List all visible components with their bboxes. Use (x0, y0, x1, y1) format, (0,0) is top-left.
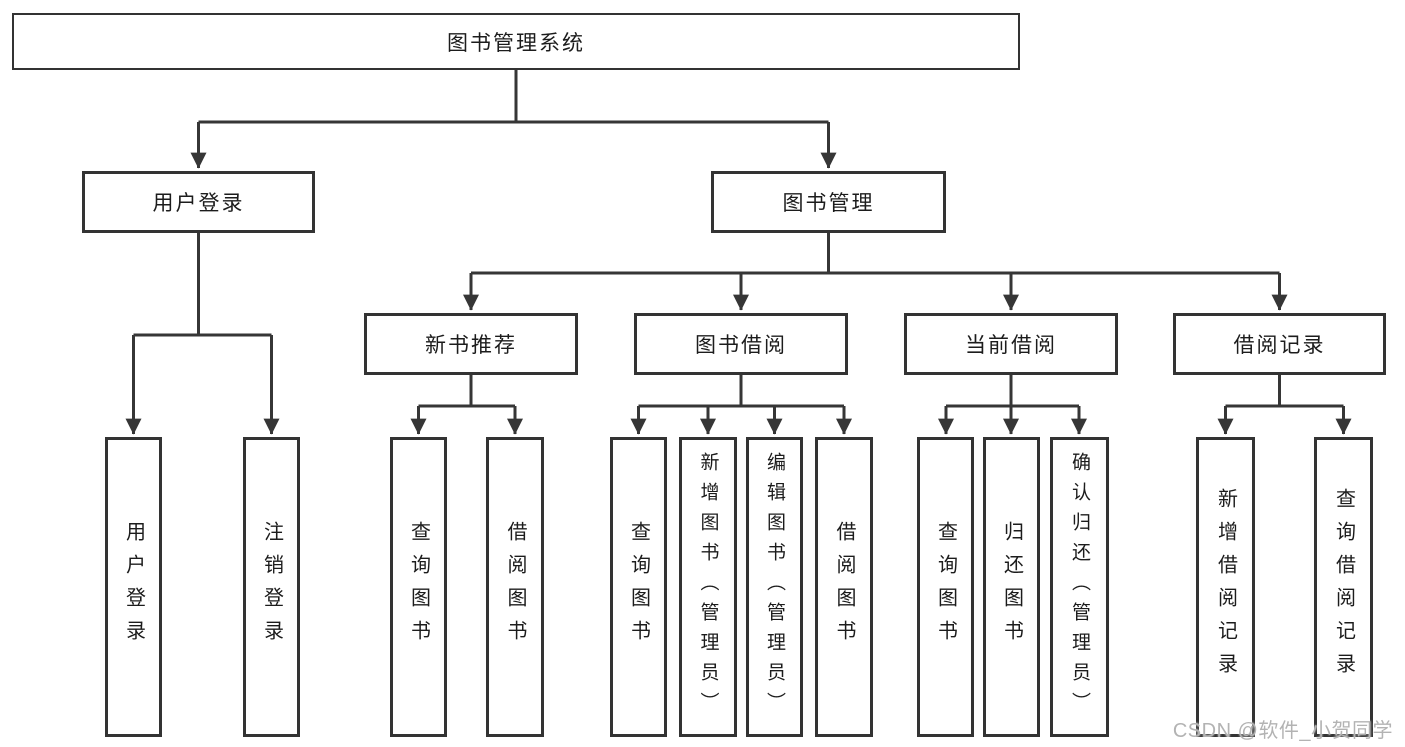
leaf-return-book-label: 归还图书 (1000, 521, 1023, 653)
node-borrowing-records-label: 借阅记录 (1233, 334, 1326, 357)
leaf-query-book-borrowing: 查询图书 (610, 437, 667, 737)
leaf-borrow-book-recommend: 借阅图书 (486, 437, 544, 737)
leaf-query-borrow-record-label: 查询借阅记录 (1332, 488, 1355, 686)
leaf-borrow-book-borrowing-label: 借阅图书 (833, 521, 855, 653)
node-root-label: 图书管理系统 (447, 31, 585, 55)
leaf-edit-book-admin: 编辑图书（管理员） (746, 437, 803, 737)
leaf-confirm-return-admin: 确认归还（管理员） (1050, 437, 1109, 737)
leaf-query-book-current-label: 查询图书 (934, 521, 957, 653)
node-borrowing-records: 借阅记录 (1173, 313, 1386, 375)
node-book-management: 图书管理 (711, 171, 946, 233)
leaf-add-borrow-record-label: 新增借阅记录 (1214, 488, 1237, 686)
node-user-login-label: 用户登录 (152, 192, 245, 215)
leaf-add-book-admin: 新增图书（管理员） (679, 437, 737, 737)
leaf-borrow-book-borrowing: 借阅图书 (815, 437, 873, 737)
node-current-borrowing-label: 当前借阅 (965, 334, 1057, 357)
node-new-book-recommend-label: 新书推荐 (425, 334, 517, 357)
leaf-query-book-recommend: 查询图书 (390, 437, 447, 737)
leaf-add-book-admin-label: 新增图书（管理员） (697, 452, 719, 722)
node-new-book-recommend: 新书推荐 (364, 313, 578, 375)
leaf-logout: 注销登录 (243, 437, 300, 737)
node-book-management-label: 图书管理 (782, 192, 875, 215)
leaf-return-book: 归还图书 (983, 437, 1040, 737)
leaf-confirm-return-admin-label: 确认归还（管理员） (1069, 452, 1090, 722)
leaf-user-login: 用户登录 (105, 437, 162, 737)
leaf-query-borrow-record: 查询借阅记录 (1314, 437, 1373, 737)
node-root: 图书管理系统 (12, 13, 1020, 70)
leaf-query-book-current: 查询图书 (917, 437, 974, 737)
csdn-watermark: CSDN @软件_小贺同学 (1172, 720, 1393, 742)
node-book-borrowing-label: 图书借阅 (695, 334, 787, 357)
node-user-login: 用户登录 (82, 171, 315, 233)
leaf-add-borrow-record: 新增借阅记录 (1196, 437, 1255, 737)
leaf-edit-book-admin-label: 编辑图书（管理员） (764, 452, 785, 722)
leaf-query-book-borrowing-label: 查询图书 (627, 521, 650, 653)
leaf-logout-label: 注销登录 (260, 521, 283, 653)
node-book-borrowing: 图书借阅 (634, 313, 848, 375)
node-current-borrowing: 当前借阅 (904, 313, 1118, 375)
leaf-query-book-recommend-label: 查询图书 (407, 521, 430, 653)
leaf-user-login-label: 用户登录 (122, 521, 145, 653)
leaf-borrow-book-recommend-label: 借阅图书 (504, 521, 526, 653)
